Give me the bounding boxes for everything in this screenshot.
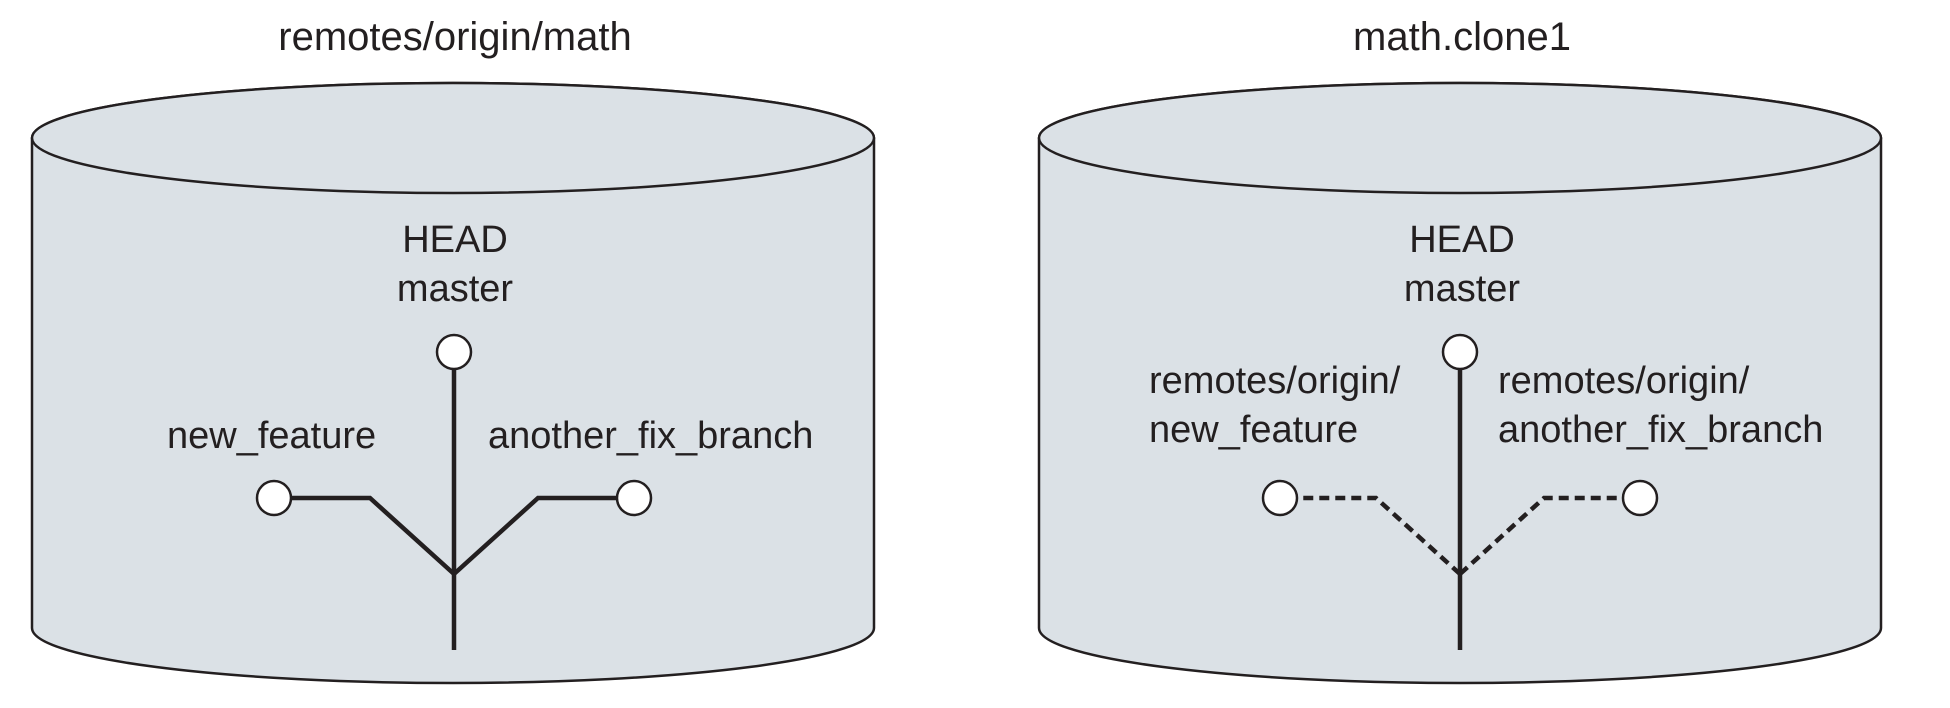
right-head-label: HEAD [1409, 219, 1515, 261]
left-another-fix-commit-node [615, 479, 653, 517]
left-repo-title: remotes/origin/math [278, 15, 631, 59]
right-repo-title: math.clone1 [1353, 15, 1571, 59]
left-head-label: HEAD [402, 219, 508, 261]
left-new-feature-label: new_feature [167, 415, 376, 457]
right-new-feature-commit-node [1261, 479, 1299, 517]
left-repo: remotes/origin/math HEAD master new_feat… [30, 15, 876, 685]
right-another-fix-commit-node [1621, 479, 1659, 517]
right-master-commit-node [1441, 333, 1479, 371]
right-another-fix-branch-line [1458, 495, 1626, 576]
left-master-label: master [397, 268, 513, 310]
left-new-feature-commit-node [255, 479, 293, 517]
right-another-fix-label-line1: remotes/origin/ [1498, 360, 1750, 402]
left-cylinder-top [30, 81, 876, 195]
right-new-feature-label-line2: new_feature [1149, 409, 1358, 451]
right-another-fix-label-line2: another_fix_branch [1498, 409, 1823, 451]
left-master-commit-node [435, 333, 473, 371]
right-new-feature-branch-line [1294, 495, 1462, 576]
right-new-feature-label-line1: remotes/origin/ [1149, 360, 1401, 402]
left-another-fix-branch-line [452, 495, 620, 576]
right-master-label: master [1404, 268, 1520, 310]
left-new-feature-branch-line [288, 495, 456, 576]
left-another-fix-label: another_fix_branch [488, 415, 813, 457]
right-repo: math.clone1 HEAD master remotes/origin/ … [1037, 15, 1883, 685]
right-cylinder-top [1037, 81, 1883, 195]
